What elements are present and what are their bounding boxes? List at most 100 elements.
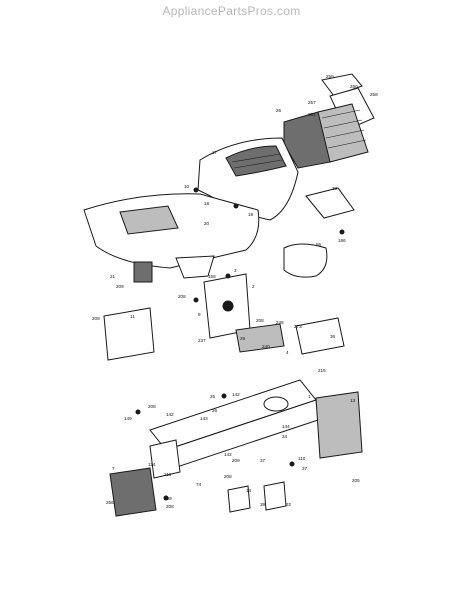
front-bumper-group xyxy=(109,439,181,517)
bolt-149 xyxy=(135,409,141,415)
callout-209: 209 xyxy=(116,284,124,289)
callout-14: 14 xyxy=(246,488,252,493)
callout-142b: 142 xyxy=(166,412,174,417)
callout-19: 19 xyxy=(248,212,254,217)
front-bumper xyxy=(109,467,157,517)
frame-cutout xyxy=(263,396,289,412)
callout-158: 158 xyxy=(208,274,216,279)
callout-25: 25 xyxy=(210,394,216,399)
callout-17: 17 xyxy=(212,150,218,155)
callout-9: 9 xyxy=(198,312,201,317)
callout-38: 38 xyxy=(332,186,338,191)
callout-labels: 259 260 258 257 26 251 17 10 18 20 19 38… xyxy=(92,74,378,509)
lower-brackets-group xyxy=(227,481,287,513)
callout-208c: 208 xyxy=(148,404,156,409)
hood-group xyxy=(197,137,299,221)
callout-257: 257 xyxy=(308,100,316,105)
battery-hold-down xyxy=(295,317,345,355)
grille-panel-group xyxy=(283,73,375,169)
callout-110: 110 xyxy=(298,456,306,461)
callout-237: 237 xyxy=(198,338,206,343)
callout-11: 11 xyxy=(130,314,135,319)
bolt-37 xyxy=(289,461,295,467)
callout-208: 208 xyxy=(178,294,186,299)
dash-hole xyxy=(222,300,234,312)
callout-209b: 209 xyxy=(92,316,100,321)
callout-205: 205 xyxy=(352,478,360,483)
left-panel-group xyxy=(103,307,155,361)
steering-bracket-group xyxy=(283,187,355,278)
callout-251: 251 xyxy=(308,112,316,117)
callout-186: 186 xyxy=(338,238,346,243)
bolt-186 xyxy=(339,229,345,235)
callout-114: 114 xyxy=(148,462,156,467)
callout-142: 142 xyxy=(232,392,240,397)
bracket-b xyxy=(263,481,287,511)
callout-143: 143 xyxy=(200,416,208,421)
fuel-tank-neck xyxy=(175,255,215,279)
bracket-a xyxy=(227,485,251,513)
callout-7: 7 xyxy=(112,466,115,471)
callout-259: 259 xyxy=(326,74,334,79)
battery-tray xyxy=(235,323,285,353)
callout-149: 149 xyxy=(124,416,132,421)
dash-panel xyxy=(119,205,179,235)
callout-10: 10 xyxy=(184,184,190,189)
watermark: AppliancePartsPros.com xyxy=(162,4,301,18)
frame-group xyxy=(149,379,363,471)
callout-209c: 209 xyxy=(232,458,240,463)
callout-32: 32 xyxy=(286,502,292,507)
callout-13: 13 xyxy=(350,398,356,403)
callout-208b: 208 xyxy=(256,318,264,323)
callout-18: 18 xyxy=(204,201,210,206)
callout-21: 21 xyxy=(110,274,116,279)
callout-20: 20 xyxy=(204,221,210,226)
bolt-25 xyxy=(221,393,227,399)
callout-37b: 37 xyxy=(302,466,308,471)
callout-26b: 26 xyxy=(212,408,218,413)
chute-deflector xyxy=(283,243,328,278)
steering-bracket xyxy=(305,187,355,219)
rear-plate-right xyxy=(315,391,363,459)
callout-142c: 142 xyxy=(224,452,232,457)
callout-29: 29 xyxy=(240,336,246,341)
callout-208e: 208 xyxy=(166,504,174,509)
callout-55: 55 xyxy=(316,242,322,247)
bolt-10 xyxy=(193,187,199,193)
axle-bracket xyxy=(149,439,181,479)
callout-3: 3 xyxy=(234,268,237,273)
left-side-panel xyxy=(103,307,155,361)
callout-39: 39 xyxy=(260,502,266,507)
hardware-group xyxy=(135,187,345,501)
body-pan-group xyxy=(83,193,260,283)
callout-260: 260 xyxy=(350,84,358,89)
callout-211: 211 xyxy=(164,472,172,477)
bolt-19 xyxy=(233,203,239,209)
callout-74: 74 xyxy=(196,482,202,487)
callout-2: 2 xyxy=(252,284,255,289)
callout-1: 1 xyxy=(308,394,311,399)
callout-36: 36 xyxy=(330,334,336,339)
callout-240: 240 xyxy=(262,344,270,349)
body-pan xyxy=(83,193,260,269)
grille-frame xyxy=(283,111,331,169)
firewall-group xyxy=(203,273,345,355)
callout-273: 273 xyxy=(294,324,302,329)
bolt-208 xyxy=(193,297,199,303)
callout-26: 26 xyxy=(276,108,282,113)
grille-top-bracket xyxy=(321,73,363,97)
callout-248: 248 xyxy=(276,320,284,325)
callout-258: 258 xyxy=(370,92,378,97)
bolt-158 xyxy=(225,273,231,279)
callout-4: 4 xyxy=(286,350,289,355)
hood-vent xyxy=(225,145,287,177)
bolt-209 xyxy=(163,495,169,501)
callout-215: 215 xyxy=(318,368,326,373)
callout-266: 266 xyxy=(106,500,114,505)
callout-34: 34 xyxy=(282,434,288,439)
callout-208d: 208 xyxy=(224,474,232,479)
callout-144: 144 xyxy=(282,424,290,429)
seat-bracket xyxy=(133,261,153,283)
